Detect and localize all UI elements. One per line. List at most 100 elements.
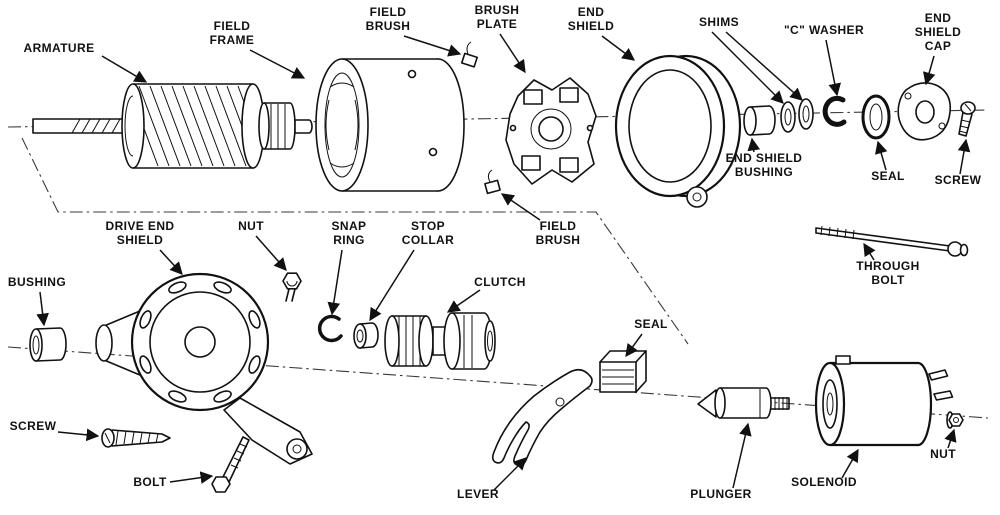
- screw-top-part: [958, 101, 976, 137]
- leader-seal-top: [875, 140, 888, 171]
- leader-screw-top: [957, 138, 971, 175]
- nut-top-part: [282, 272, 302, 302]
- label-c-washer: "C" WASHER: [784, 23, 864, 97]
- leader-drive-end-shield: [159, 249, 183, 275]
- leader-armature: [101, 55, 148, 83]
- svg-text:NUT: NUT: [238, 219, 264, 233]
- snap-ring-part: [317, 314, 343, 343]
- leader-end-shield-bushing: [747, 137, 761, 153]
- c-washer-part: [822, 95, 847, 127]
- label-shims: SHIMS: [699, 15, 803, 104]
- field-brush-lower-part: [484, 169, 501, 195]
- label-nut-top: NUT: [238, 219, 287, 271]
- label-clutch: CLUTCH: [446, 275, 526, 313]
- label-nut-lower: NUT: [930, 428, 957, 461]
- label-end-shield-cap: END SHIELD CAP: [915, 11, 961, 86]
- label-end-shield-bushing: END SHIELD BUSHING: [726, 137, 803, 179]
- clutch-part: [384, 312, 496, 370]
- svg-text:CAP: CAP: [925, 39, 952, 53]
- svg-text:"C" WASHER: "C" WASHER: [784, 23, 864, 37]
- svg-text:END: END: [578, 5, 605, 19]
- svg-text:SNAP: SNAP: [332, 219, 367, 233]
- svg-text:SCREW: SCREW: [935, 173, 982, 187]
- svg-text:BUSHING: BUSHING: [735, 165, 793, 179]
- bushing-part: [29, 327, 67, 362]
- stop-collar-part: [353, 322, 379, 349]
- field-frame-part: [315, 58, 465, 192]
- end-shield-part: [614, 54, 742, 208]
- armature-part: [32, 83, 313, 169]
- leader-through-bolt: [863, 242, 876, 261]
- shims-part: [780, 98, 814, 133]
- leader-screw-lower: [57, 428, 100, 442]
- seal-lower-part: [599, 350, 647, 393]
- leader-nut-top: [255, 235, 287, 271]
- leader-c-washer: [825, 39, 842, 97]
- leader-bolt: [169, 471, 214, 484]
- field-brush-top-part: [460, 41, 479, 68]
- svg-text:FIELD: FIELD: [370, 5, 407, 19]
- nut-lower-part: [946, 411, 964, 429]
- label-screw-lower: SCREW: [10, 419, 100, 442]
- end-shield-cap-part: [897, 82, 952, 141]
- drive-end-shield-part: [95, 272, 313, 465]
- leader-end-shield-cap: [923, 55, 936, 86]
- leader-field-brush-lower: [500, 193, 541, 221]
- label-field-frame: FIELD FRAME: [210, 19, 306, 79]
- leader-nut-lower: [944, 428, 957, 449]
- leader-stop-collar: [369, 249, 415, 322]
- label-bushing: BUSHING: [8, 275, 66, 327]
- svg-text:FIELD: FIELD: [214, 19, 251, 33]
- svg-text:END: END: [925, 11, 952, 25]
- svg-text:NUT: NUT: [930, 447, 956, 461]
- label-seal-top: SEAL: [871, 140, 905, 183]
- leader-snap-ring: [327, 249, 343, 316]
- svg-text:BOLT: BOLT: [133, 475, 167, 489]
- leader-field-frame: [249, 49, 306, 79]
- screw-lower-part: [101, 428, 171, 448]
- svg-text:SHIELD: SHIELD: [915, 25, 961, 39]
- svg-text:DRIVE END: DRIVE END: [106, 219, 175, 233]
- seal-top-part: [861, 94, 891, 140]
- label-plunger: PLUNGER: [690, 422, 752, 501]
- through-bolt-part: [815, 225, 969, 257]
- label-solenoid: SOLENOID: [791, 448, 859, 489]
- svg-text:BRUSH: BRUSH: [366, 19, 411, 33]
- brush-plate-part: [505, 77, 597, 185]
- svg-text:STOP: STOP: [411, 219, 445, 233]
- leader-shims-1: [711, 31, 784, 104]
- label-stop-collar: STOP COLLAR: [369, 219, 454, 322]
- leader-clutch: [446, 289, 481, 313]
- label-drive-end-shield: DRIVE END SHIELD: [106, 219, 183, 275]
- svg-text:SHIMS: SHIMS: [699, 15, 739, 29]
- label-field-brush-lower: FIELD BRUSH: [500, 193, 580, 247]
- svg-text:RING: RING: [333, 233, 365, 247]
- svg-text:BRUSH: BRUSH: [475, 3, 520, 17]
- svg-text:PLUNGER: PLUNGER: [690, 487, 751, 501]
- plunger-part: [697, 387, 790, 419]
- svg-text:BUSHING: BUSHING: [8, 275, 66, 289]
- label-through-bolt: THROUGH BOLT: [856, 242, 919, 287]
- svg-text:PLATE: PLATE: [477, 17, 517, 31]
- label-snap-ring: SNAP RING: [327, 219, 367, 316]
- leader-solenoid: [841, 448, 859, 479]
- leader-plunger: [732, 422, 752, 489]
- label-screw-top: SCREW: [935, 138, 982, 187]
- leader-seal-lower: [625, 333, 643, 358]
- svg-text:FIELD: FIELD: [540, 219, 577, 233]
- bolt-part: [211, 436, 250, 493]
- svg-text:CLUTCH: CLUTCH: [474, 275, 526, 289]
- lever-part: [491, 368, 593, 467]
- svg-text:COLLAR: COLLAR: [402, 233, 454, 247]
- svg-text:SEAL: SEAL: [871, 169, 905, 183]
- svg-text:BOLT: BOLT: [871, 273, 905, 287]
- svg-text:END SHIELD: END SHIELD: [726, 151, 803, 165]
- svg-text:SEAL: SEAL: [634, 317, 668, 331]
- label-field-brush-top: FIELD BRUSH: [366, 5, 462, 57]
- label-seal-lower: SEAL: [625, 317, 668, 358]
- leader-brush-plate: [499, 33, 526, 74]
- end-shield-bushing-part: [743, 105, 776, 136]
- svg-text:THROUGH: THROUGH: [856, 259, 919, 273]
